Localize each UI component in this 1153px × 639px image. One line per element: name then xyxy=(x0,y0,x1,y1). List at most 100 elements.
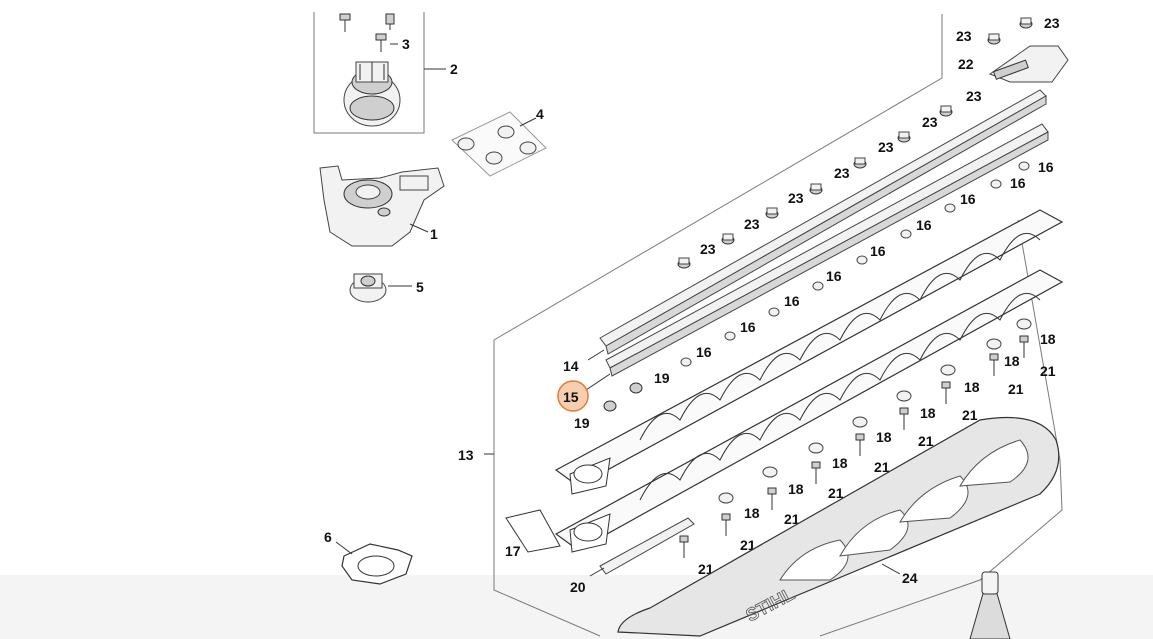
part-4-bushings xyxy=(451,111,547,177)
blade-upper xyxy=(554,209,1064,495)
drive-shaft xyxy=(969,571,1011,639)
label-16: 16 xyxy=(784,293,800,309)
label-16: 16 xyxy=(1038,159,1054,175)
label-18: 18 xyxy=(832,455,848,471)
screw-21 xyxy=(811,461,821,484)
label-21: 21 xyxy=(1040,363,1056,379)
label-19: 19 xyxy=(574,415,590,431)
label-14: 14 xyxy=(563,358,579,374)
label-23: 23 xyxy=(966,88,982,104)
part-14-guide-rail xyxy=(599,89,1047,355)
leader-15 xyxy=(585,373,611,391)
label-24: 24 xyxy=(902,570,918,586)
label-13: 13 xyxy=(458,447,474,463)
part-15-guide-rail xyxy=(605,123,1049,377)
part-screw-top-left xyxy=(339,13,351,32)
screws-group xyxy=(679,335,1029,558)
label-23: 23 xyxy=(922,114,938,130)
label-18: 18 xyxy=(1004,353,1020,369)
nut-23 xyxy=(765,207,779,219)
label-23: 23 xyxy=(834,165,850,181)
label-18: 18 xyxy=(788,481,804,497)
leader-20 xyxy=(589,567,605,577)
leader-4 xyxy=(519,117,537,127)
nut-23 xyxy=(1019,17,1033,29)
highlight-marker[interactable] xyxy=(557,380,589,412)
blade-lower xyxy=(554,269,1064,553)
screw-21 xyxy=(767,487,777,510)
label-21: 21 xyxy=(784,511,800,527)
part-6-gasket xyxy=(341,543,413,585)
label-19: 19 xyxy=(654,370,670,386)
label-16: 16 xyxy=(740,319,756,335)
washers-group xyxy=(718,318,1032,504)
nut-23 xyxy=(987,33,1001,45)
nut-23 xyxy=(809,183,823,195)
part-19-bushing xyxy=(603,400,617,412)
nuts-group xyxy=(677,17,1033,269)
label-18: 18 xyxy=(920,405,936,421)
leader-1 xyxy=(409,223,429,233)
label-6: 6 xyxy=(324,529,332,545)
label-21: 21 xyxy=(740,537,756,553)
label-23: 23 xyxy=(878,139,894,155)
label-16: 16 xyxy=(960,191,976,207)
part-22-end-cap xyxy=(988,45,1069,83)
part-17-plate xyxy=(505,509,561,553)
label-3: 3 xyxy=(402,36,410,52)
label-18: 18 xyxy=(964,379,980,395)
label-23: 23 xyxy=(744,216,760,232)
part-24-blade-guard: STIHL xyxy=(617,416,1060,637)
part-20-strip xyxy=(599,517,695,575)
label-15[interactable]: 15 xyxy=(563,389,579,405)
part-5-grommet xyxy=(349,273,387,303)
nut-23 xyxy=(721,233,735,245)
nut-23 xyxy=(897,131,911,143)
label-23: 23 xyxy=(788,190,804,206)
leader-6 xyxy=(335,541,353,555)
label-4: 4 xyxy=(536,106,544,122)
label-18: 18 xyxy=(876,429,892,445)
label-21: 21 xyxy=(1008,381,1024,397)
label-16: 16 xyxy=(916,217,932,233)
label-18: 18 xyxy=(744,505,760,521)
label-17: 17 xyxy=(505,543,521,559)
leader-24 xyxy=(881,563,901,575)
nut-23 xyxy=(853,157,867,169)
part-2-gear xyxy=(343,61,401,127)
label-21: 21 xyxy=(918,433,934,449)
leader-14 xyxy=(587,349,605,361)
label-16: 16 xyxy=(826,268,842,284)
spacers-group xyxy=(680,161,1030,367)
label-16: 16 xyxy=(696,344,712,360)
gear-assembly-frame xyxy=(313,12,425,134)
part-3-screw xyxy=(375,33,387,52)
part-screw-top-right xyxy=(385,13,395,30)
label-18: 18 xyxy=(1040,331,1056,347)
nut-23 xyxy=(939,105,953,117)
screw-21 xyxy=(989,353,999,376)
screw-21 xyxy=(941,381,951,404)
label-23: 23 xyxy=(700,241,716,257)
screw-21 xyxy=(899,407,909,430)
label-1: 1 xyxy=(430,226,438,242)
label-5: 5 xyxy=(416,279,424,295)
label-22: 22 xyxy=(958,56,974,72)
screw-21 xyxy=(721,513,731,536)
label-21: 21 xyxy=(962,407,978,423)
cutter-bar-frame xyxy=(493,14,1063,637)
label-21: 21 xyxy=(698,561,714,577)
nut-23 xyxy=(677,257,691,269)
screw-21 xyxy=(1019,335,1029,358)
screw-21 xyxy=(855,433,865,456)
part-1-gear-housing xyxy=(319,165,445,247)
screw-21 xyxy=(679,535,689,558)
label-16: 16 xyxy=(870,243,886,259)
label-23: 23 xyxy=(1044,15,1060,31)
label-21: 21 xyxy=(874,459,890,475)
label-23: 23 xyxy=(956,28,972,44)
label-16: 16 xyxy=(1010,175,1026,191)
label-21: 21 xyxy=(828,485,844,501)
part-19-bushing xyxy=(629,382,643,394)
